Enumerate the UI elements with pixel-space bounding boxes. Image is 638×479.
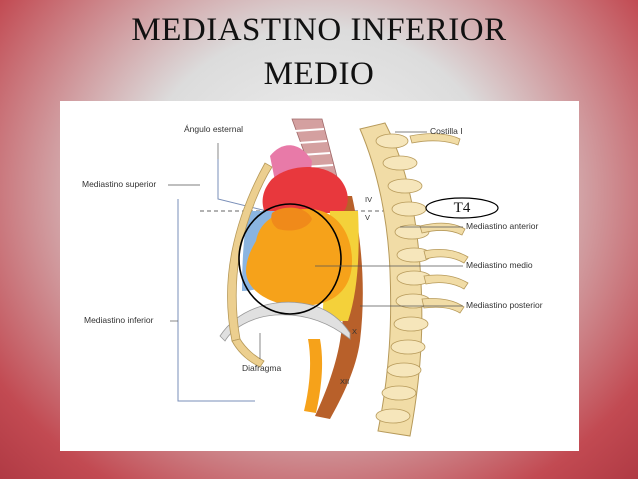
label-angulo-esternal: Ángulo esternal bbox=[184, 124, 244, 134]
title-line-1: MEDIASTINO INFERIOR bbox=[131, 12, 507, 48]
label-mediastino-anterior: Mediastino anterior bbox=[466, 221, 539, 231]
superior-mediastinum-area bbox=[262, 167, 348, 213]
label-vertebra-x: X bbox=[352, 327, 358, 336]
label-vertebra-xii: XII bbox=[340, 377, 350, 386]
label-mediastino-posterior: Mediastino posterior bbox=[466, 300, 543, 310]
label-vertebra-iv: IV bbox=[365, 195, 373, 204]
label-costilla: Costilla I bbox=[430, 126, 463, 136]
label-mediastino-superior: Mediastino superior bbox=[82, 179, 157, 189]
title-line-2: MEDIO bbox=[263, 56, 375, 92]
label-mediastino-inferior: Mediastino inferior bbox=[84, 315, 154, 325]
highlight-circle bbox=[238, 203, 342, 315]
label-mediastino-medio: Mediastino medio bbox=[466, 260, 533, 270]
anatomy-illustration bbox=[168, 118, 499, 437]
diaphragm-shape bbox=[219, 301, 351, 342]
t4-callout-text: T4 bbox=[453, 200, 471, 216]
middle-mediastinum-heart bbox=[246, 209, 352, 306]
label-diafragma: Diafragma bbox=[242, 363, 282, 373]
inferior-esophagus bbox=[304, 339, 323, 413]
mediastinum-diagram: Ángulo esternal Costilla I Mediastino su… bbox=[60, 101, 579, 451]
vertebral-column bbox=[359, 122, 432, 437]
slide-title: MEDIASTINO INFERIOR MEDIO bbox=[0, 8, 638, 96]
heart-vessel bbox=[271, 207, 312, 231]
t4-callout-oval bbox=[425, 197, 499, 219]
ribs bbox=[409, 133, 469, 314]
label-vertebra-v: V bbox=[365, 213, 371, 222]
sternum bbox=[227, 162, 273, 368]
leader-lines bbox=[168, 131, 463, 359]
